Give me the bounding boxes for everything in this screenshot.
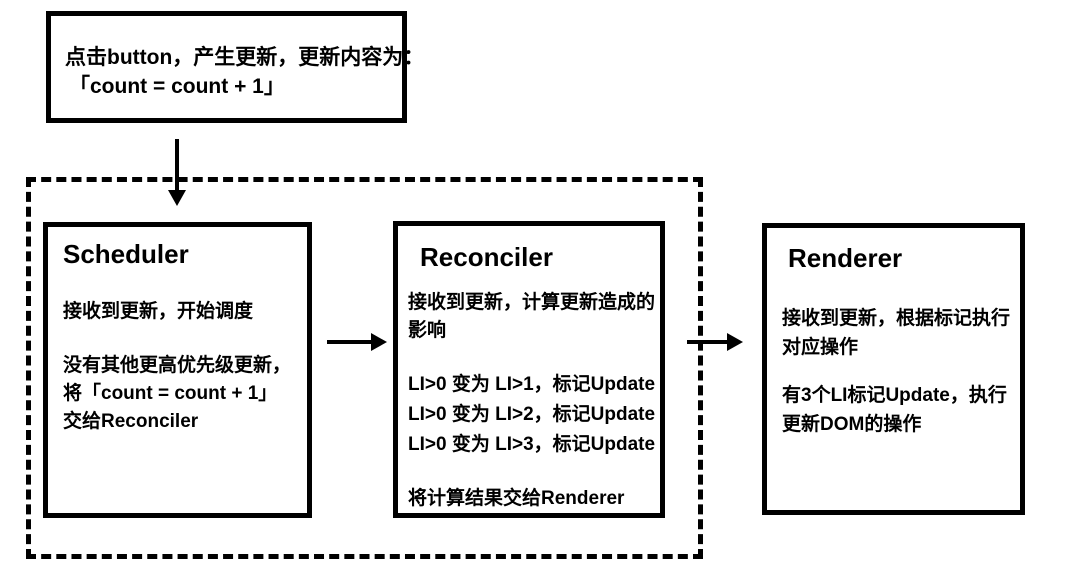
scheduler-title: Scheduler	[63, 239, 189, 269]
scheduler-p1-line1: 接收到更新，开始调度	[63, 301, 254, 322]
reconciler-paragraph-2: LI>0 变为 LI>1，标记Update LI>0 变为 LI>2，标记Upd…	[408, 370, 656, 460]
trigger-to-scheduler-arrow-head	[168, 190, 186, 206]
renderer-p2-line1: 有3个LI标记Update，执行	[782, 385, 1007, 406]
renderer-p1-line1: 接收到更新，根据标记执行	[782, 308, 1011, 329]
scheduler-p2-line1: 没有其他更高优先级更新，	[63, 355, 292, 376]
reconciler-box: Reconciler 接收到更新，计算更新造成的 影响 LI>0 变为 LI>1…	[393, 221, 665, 518]
trigger-line-2: 「count = count + 1」	[69, 75, 285, 98]
reconciler-p1-line2: 影响	[408, 320, 447, 341]
reconciler-to-renderer-arrow-shaft	[687, 340, 729, 344]
renderer-title: Renderer	[788, 243, 903, 273]
reconciler-paragraph-1: 接收到更新，计算更新造成的 影响	[408, 289, 656, 345]
scheduler-box: Scheduler 接收到更新，开始调度 没有其他更高优先级更新， 将「coun…	[43, 222, 312, 518]
reconciler-to-renderer-arrow-head	[727, 333, 743, 351]
renderer-box: Renderer 接收到更新，根据标记执行 对应操作 有3个LI标记Update…	[762, 223, 1025, 515]
reconciler-p2-line1: LI>0 变为 LI>1，标记Update	[408, 374, 656, 395]
reconciler-p2-line3: LI>0 变为 LI>3，标记Update	[408, 434, 656, 455]
scheduler-to-reconciler-arrow-head	[371, 333, 387, 351]
react-internal-dashed-boundary	[26, 177, 703, 559]
reconciler-paragraph-3: 将计算结果交给Renderer	[408, 485, 656, 513]
trigger-box: 点击button，产生更新，更新内容为： 「count = count + 1」	[46, 11, 425, 123]
renderer-p2-line2: 更新DOM的操作	[782, 414, 922, 435]
trigger-line-1: 点击button，产生更新，更新内容为：	[65, 46, 425, 69]
scheduler-p2-line2: 将「count = count + 1」	[63, 383, 278, 404]
scheduler-paragraph-2: 没有其他更高优先级更新， 将「count = count + 1」 交给Reco…	[63, 352, 301, 436]
scheduler-to-reconciler-arrow-shaft	[327, 340, 373, 344]
reconciler-p3-line1: 将计算结果交给Renderer	[408, 488, 625, 509]
reconciler-p2-line2: LI>0 变为 LI>2，标记Update	[408, 404, 656, 425]
reconciler-title: Reconciler	[420, 242, 553, 272]
renderer-paragraph-2: 有3个LI标记Update，执行 更新DOM的操作	[782, 381, 1016, 439]
reconciler-p1-line1: 接收到更新，计算更新造成的	[408, 292, 656, 313]
renderer-p1-line2: 对应操作	[782, 337, 859, 358]
scheduler-paragraph-1: 接收到更新，开始调度	[63, 298, 301, 326]
trigger-to-scheduler-arrow-shaft	[175, 139, 179, 192]
renderer-paragraph-1: 接收到更新，根据标记执行 对应操作	[782, 304, 1016, 362]
scheduler-p2-line3: 交给Reconciler	[63, 411, 199, 432]
